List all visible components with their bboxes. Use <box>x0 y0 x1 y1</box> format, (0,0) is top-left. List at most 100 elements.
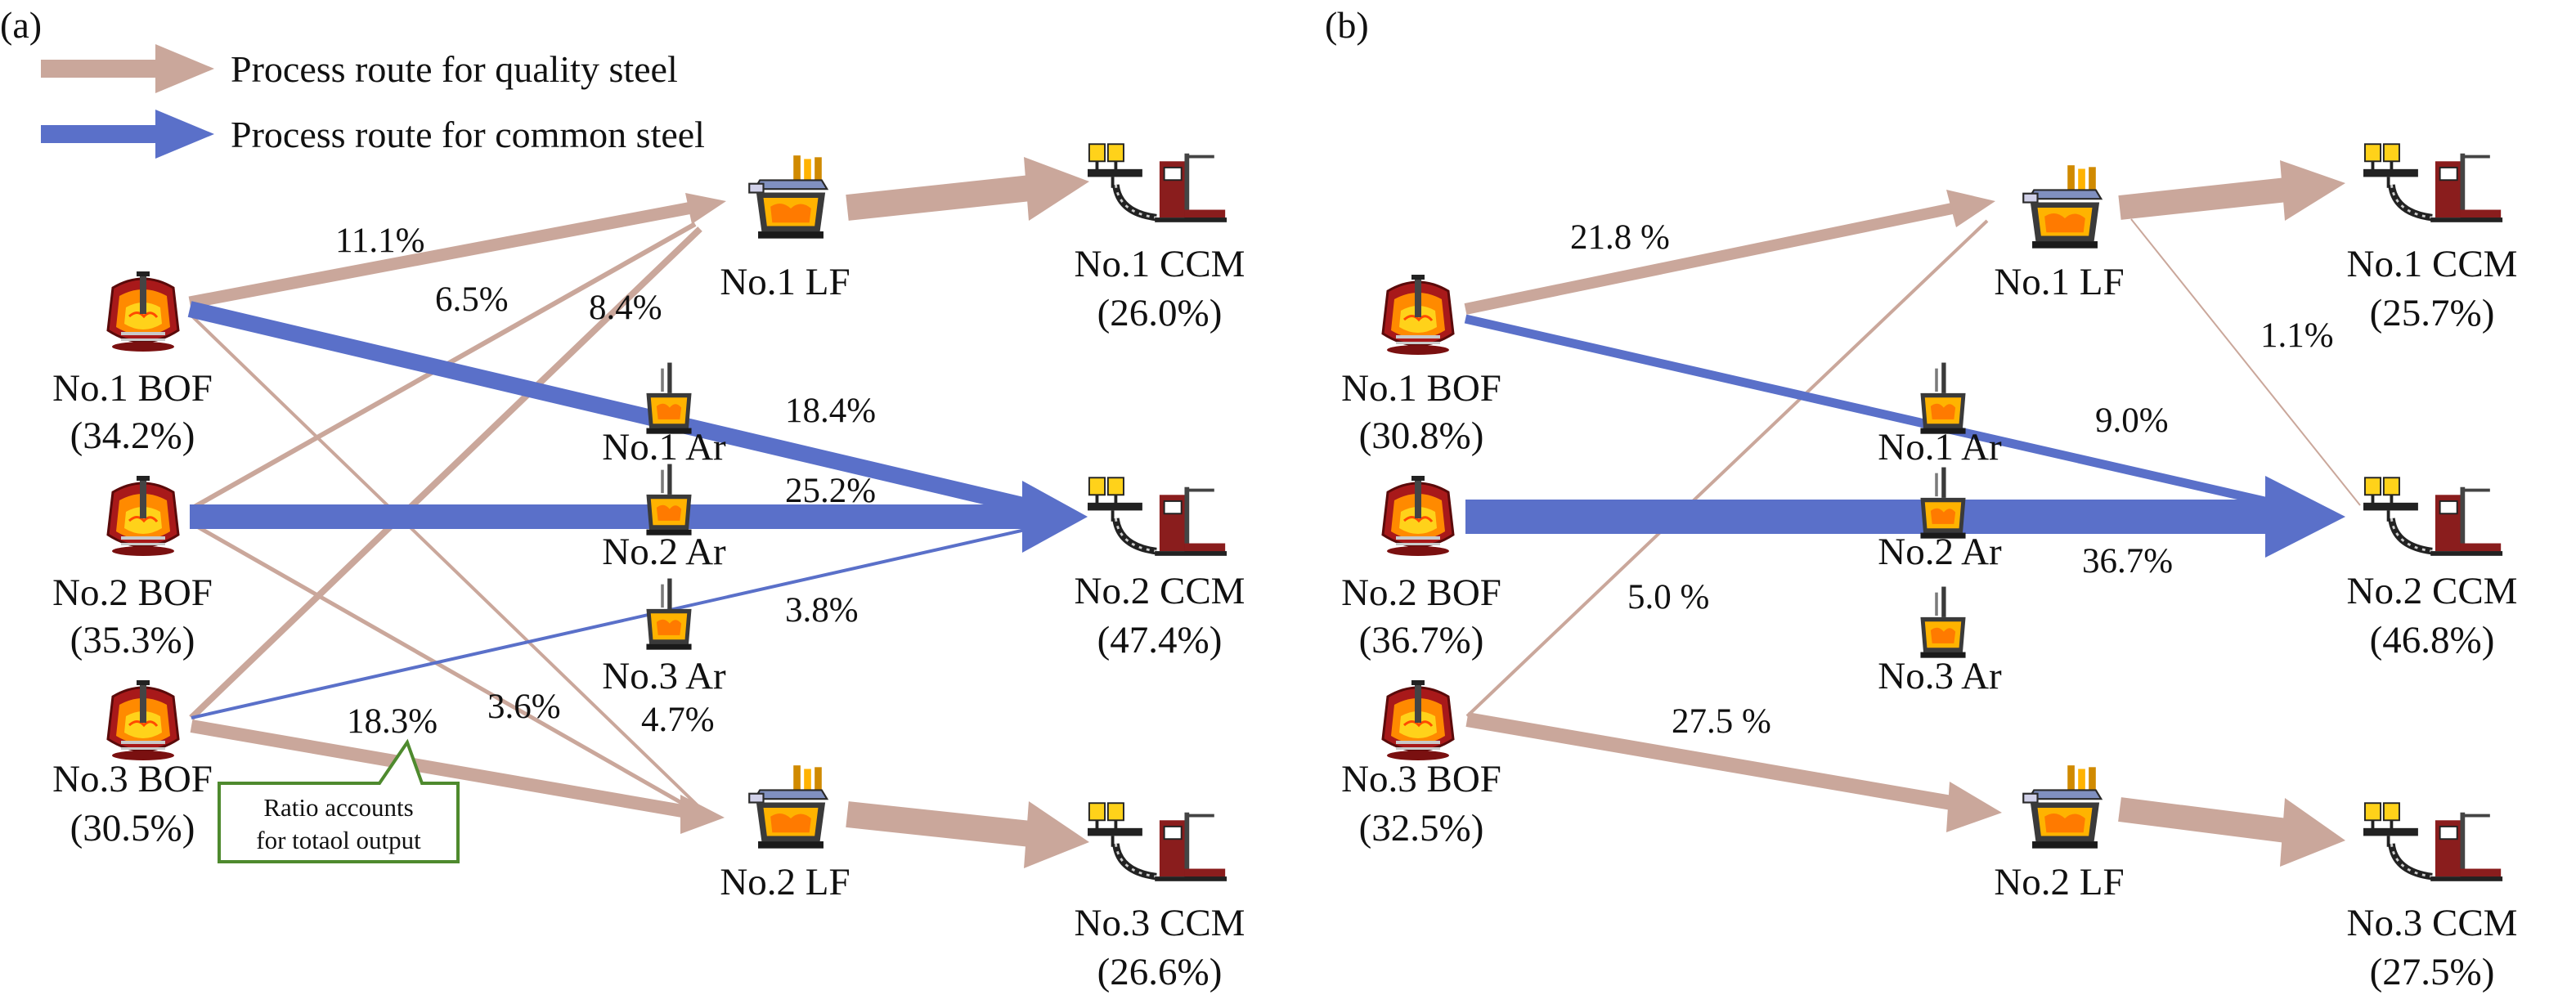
ladle-furnace-icon <box>748 155 828 240</box>
continuous-caster-icon <box>2363 144 2502 222</box>
flow-label: 3.8% <box>785 591 859 630</box>
flow-label: 3.6% <box>487 688 561 726</box>
node-ratio: (26.0%) <box>1097 292 1223 334</box>
flow-label: 1.1% <box>2260 316 2334 355</box>
converter-icon <box>106 271 180 353</box>
flow-label: 8.4% <box>589 289 662 327</box>
node-name: No.2 CCM <box>1075 570 1245 612</box>
ar-node: No.3 Ar <box>602 578 726 697</box>
flow-lf2-ccm3 <box>846 801 1032 847</box>
flow-bof1-lf1-head <box>685 193 726 224</box>
bof-node: No.2 BOF (36.7%) <box>1341 476 1501 661</box>
continuous-caster-icon <box>1088 803 1227 881</box>
flow-label: 25.2% <box>785 472 876 510</box>
node-ratio: (30.5%) <box>70 807 195 849</box>
node-name: No.2 Ar <box>602 531 726 573</box>
flow-label: 5.0 % <box>1627 578 1709 616</box>
callout-box <box>218 738 460 863</box>
flow-bof1-lf2 <box>188 312 703 811</box>
flow-b-ccm2-head <box>2265 476 2345 558</box>
callout-line-1: Ratio accounts <box>263 793 413 822</box>
converter-icon <box>106 476 180 558</box>
flow-label: 21.8 % <box>1570 218 1670 257</box>
ladle-furnace-icon <box>748 764 828 849</box>
flow-lf1-ccm1-head <box>1024 157 1089 221</box>
node-name: No.1 LF <box>720 261 850 303</box>
panel-a-label: (a) <box>0 4 42 46</box>
argon-station-icon <box>1920 586 1966 658</box>
flow-bof3-lf1 <box>189 226 702 720</box>
ccm-node: No.3 CCM (27.5%) <box>2347 803 2518 993</box>
node-name: No.2 BOF <box>1341 571 1501 614</box>
ccm-node: No.1 CCM (25.7%) <box>2347 144 2518 334</box>
node-name: No.1 CCM <box>2347 243 2518 285</box>
ccm-node: No.1 CCM (26.0%) <box>1075 144 1245 334</box>
flow-lf1-ccm1 <box>846 175 1032 221</box>
panel-b-flows <box>1464 160 2361 867</box>
node-name: No.2 Ar <box>1878 531 2002 573</box>
flow-bof1-lf1-head <box>1946 190 1995 227</box>
node-ratio: (25.7%) <box>2370 292 2495 334</box>
bof-node: No.2 BOF (35.3%) <box>52 476 213 661</box>
ar-node: No.2 Ar <box>1878 467 2002 573</box>
bof-node: No.3 BOF (32.5%) <box>1341 680 1501 849</box>
converter-icon <box>1381 275 1455 356</box>
legend-quality-arrow <box>41 44 214 93</box>
ar-node: No.1 Ar <box>1878 362 2002 468</box>
node-name: No.3 CCM <box>1075 902 1245 944</box>
node-name: No.1 Ar <box>1878 426 2002 468</box>
node-ratio: (32.5%) <box>1359 807 1484 849</box>
flow-bof3-lf2 <box>190 719 693 819</box>
converter-icon <box>1381 680 1455 762</box>
argon-station-icon <box>646 464 692 536</box>
node-name: No.2 LF <box>1994 861 2124 903</box>
continuous-caster-icon <box>2363 803 2502 881</box>
flow-bof2-lf2 <box>190 521 703 817</box>
converter-icon <box>106 680 180 762</box>
flow-lf2-ccm3 <box>2118 797 2288 843</box>
ar-node: No.2 Ar <box>602 464 726 573</box>
ccm-node: No.2 CCM (46.8%) <box>2347 477 2517 661</box>
converter-icon <box>1381 476 1455 558</box>
node-name: No.2 BOF <box>52 571 213 614</box>
lf-node: No.2 LF <box>720 764 850 903</box>
node-name: No.3 Ar <box>602 655 726 697</box>
flow-bof1-ccm2 <box>187 301 1046 518</box>
bof-node: No.3 BOF (30.5%) <box>52 680 213 849</box>
flow-a-ccm2-head <box>1022 481 1088 553</box>
flow-label: 27.5 % <box>1672 702 1771 741</box>
ratio-callout: Ratio accounts for totaol output <box>218 738 460 863</box>
continuous-caster-icon <box>1088 144 1227 222</box>
ladle-furnace-icon <box>2022 164 2103 249</box>
flow-lf1-ccm2 <box>2130 218 2361 506</box>
node-name: No.1 BOF <box>52 367 213 410</box>
legend-quality-label: Process route for quality steel <box>231 48 678 90</box>
flow-bof1-lf1 <box>188 201 693 309</box>
flow-label: 18.4% <box>785 392 876 430</box>
node-name: No.2 LF <box>720 861 850 903</box>
flow-label: 36.7% <box>2082 542 2173 580</box>
node-ratio: (36.7%) <box>1359 619 1484 661</box>
flow-bof1-ccm2 <box>1464 314 2291 512</box>
node-ratio: (30.8%) <box>1359 415 1484 457</box>
flow-lf1-ccm1-head <box>2280 160 2345 221</box>
node-name: No.3 CCM <box>2347 902 2518 944</box>
flow-bof3-ccm2 <box>191 523 1048 719</box>
flow-label: 9.0% <box>2095 401 2169 440</box>
continuous-caster-icon <box>1088 477 1227 556</box>
panel-a-flows <box>187 157 1089 868</box>
argon-station-icon <box>646 362 692 434</box>
callout-line-2: for totaol output <box>256 826 421 854</box>
node-ratio: (46.8%) <box>2370 619 2495 661</box>
flow-bof3-lf1 <box>1465 219 1989 718</box>
ar-node: No.3 Ar <box>1878 586 2002 697</box>
node-name: No.3 BOF <box>1341 758 1501 800</box>
panel-b-label: (b) <box>1325 4 1369 46</box>
flow-bof3-lf2-head <box>680 795 725 834</box>
flow-label: 6.5% <box>435 280 509 319</box>
legend-common-arrow <box>41 110 214 159</box>
flow-label: 11.1% <box>335 222 424 260</box>
argon-station-icon <box>1920 467 1966 539</box>
node-name: No.1 LF <box>1994 261 2124 303</box>
